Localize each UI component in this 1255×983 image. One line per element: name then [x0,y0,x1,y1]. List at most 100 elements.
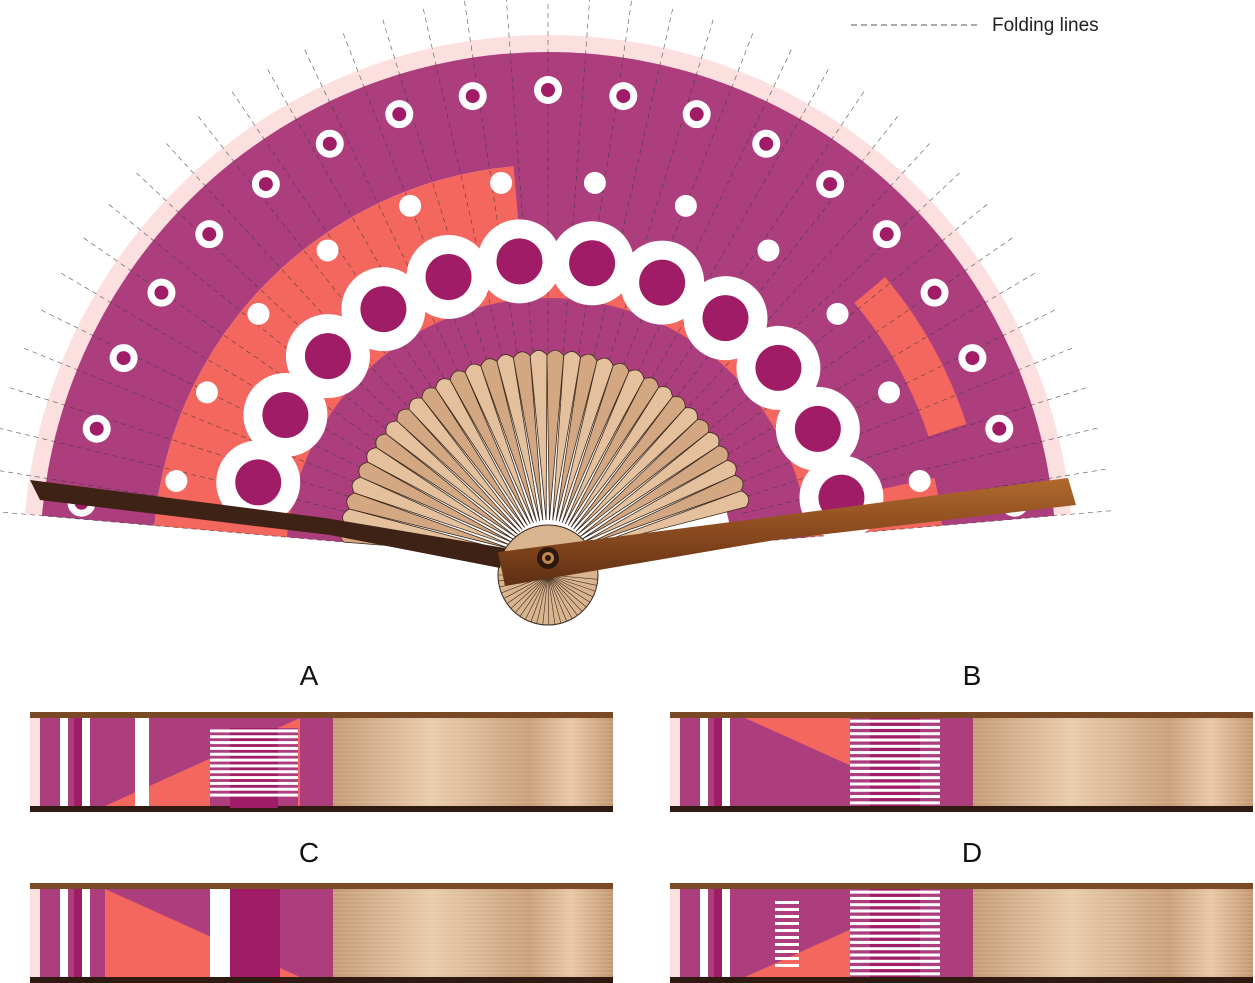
panel-dot-stripe [230,735,278,739]
outer-ring-dot-centre [89,421,104,436]
option-c-label: C [299,837,319,868]
fan-base-line [547,574,550,625]
panel-white-stripe [82,889,90,977]
folding-line [733,348,1072,486]
folding-line [738,387,1087,500]
panel-dot-stripe [230,746,278,750]
folding-line [267,69,450,387]
panel-edge [30,889,40,977]
panel-dot-stripe [850,751,940,755]
panel-white-stripe [700,889,708,977]
panel-dot-stripe [850,915,940,919]
middle-white-dot [195,381,218,404]
fan-base-line [536,574,549,624]
panel-dot-stripe [850,776,940,780]
fan-base-line [547,574,587,608]
panel-dark-stripe [74,718,82,806]
panel-bottom-stick [670,806,1253,812]
panel-dot-stripe [230,787,278,791]
outer-ring-dot-centre [392,107,407,122]
inner-large-dot-centre [262,391,309,438]
folding-line [606,19,714,369]
middle-white-dot [490,171,513,194]
panel-dark-block [870,718,920,806]
panel-white-stripe [722,718,730,806]
panel-white-stripe [60,718,68,806]
panel-edge [670,889,680,977]
inner-large-dot-centre [569,240,616,287]
panel-dark-stripe [714,718,722,806]
fan-base-line [519,574,549,617]
folding-line [9,387,358,500]
right-guard-stick [498,478,1076,586]
middle-white-dot [247,302,270,325]
panel-dot-stripe [850,732,940,736]
outer-ring-dot-centre [154,285,169,300]
folding-line [646,69,829,387]
outer-ring-dot-centre [202,227,217,242]
folding-line [562,0,590,361]
inner-large-dot-centre [794,405,841,452]
panel-dot-stripe [775,915,799,918]
panel-dark-stripe [714,889,722,977]
leaf-right-coral-stripe [854,277,967,437]
folding-line [693,172,960,424]
panel-top-stick [30,883,613,889]
option-a: A [30,660,613,812]
folding-line [682,143,930,413]
panel-dark-stripe [74,889,82,977]
outer-ring-dot-centre [116,351,131,366]
folding-line [24,348,363,486]
panel-white-stripe [722,889,730,977]
fan-base-line [542,574,549,625]
option-a-panel [30,712,613,812]
left-guard-stick [30,480,505,568]
middle-white-dot [583,171,606,194]
panel-dot-stripe [230,758,278,762]
inner-large-dot-centre [496,238,543,285]
middle-white-dot [674,194,697,217]
panel-white-stripe [60,889,68,977]
outer-ring-dot-centre [823,177,838,192]
leaf-inner-band [286,298,810,544]
panel-dot-stripe [850,795,940,799]
inner-large-dot-centre [639,259,686,306]
inner-large-dot-centre [425,253,472,300]
folding-line [304,49,463,380]
panel-top-stick [30,712,613,718]
rivet-hole [545,555,551,561]
fan-base-line [530,574,549,623]
folding-line [61,272,376,459]
panel-dot-stripe [775,908,799,911]
option-d-label: D [962,837,982,868]
option-d-panel [670,883,1253,983]
panel-dot-stripe [230,776,278,780]
outer-ring-dot-centre [541,83,555,97]
panel-dark-block [870,889,920,977]
panel-dot-stripe [850,744,940,748]
panel-dot-stripe [850,738,940,742]
outer-ring-dot-centre [879,227,894,242]
panel-dot-stripe [230,793,278,797]
inner-large-dot-centre [304,333,351,380]
panel-dot-stripe [850,947,940,951]
panel-top-stick [670,712,1253,718]
panel-bottom-stick [670,977,1253,983]
folding-line [382,19,490,369]
panel-dot-stripe [775,929,799,932]
panel-dark-block [230,889,280,977]
middle-white-dot [399,194,422,217]
folding-line [0,511,349,543]
panel-dot-stripe [850,801,940,805]
panel-dot-stripe [850,725,940,729]
outer-ring-dot-centre [322,136,337,151]
inner-large-dot-centre [235,459,282,506]
fan-base-line [547,574,578,616]
folding-line [712,237,1013,447]
fan-base-line [547,574,594,598]
panel-dot-stripe [850,896,940,900]
panel-edge [670,718,680,806]
panel-dot-stripe [850,763,940,767]
legend-label: Folding lines [992,15,1099,36]
middle-white-dot [316,239,339,262]
